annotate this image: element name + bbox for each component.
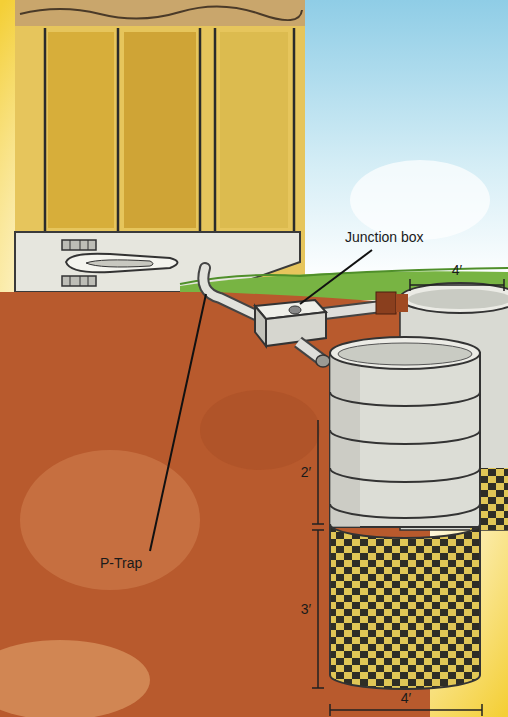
- dimension-label: 4′: [452, 262, 462, 279]
- toilet-house: [15, 0, 305, 292]
- roof-band: [15, 0, 305, 26]
- callout-label: Junction box: [345, 229, 424, 246]
- dimension-bars: [312, 279, 504, 716]
- soil-patch: [0, 640, 150, 717]
- wall-panel: [48, 32, 114, 228]
- junction-box: [255, 300, 326, 346]
- wall-panel: [220, 32, 288, 228]
- dimension-label: 2′: [301, 464, 311, 481]
- callout-label: P-Trap: [100, 555, 142, 572]
- soil-patch: [200, 390, 320, 470]
- roof-line: [20, 6, 302, 20]
- squat-pan: [66, 254, 178, 273]
- p-trap-pipe-outline: [203, 268, 262, 318]
- front-pit: [330, 337, 480, 689]
- brick: [376, 292, 396, 314]
- panel-edges: [45, 28, 294, 240]
- soil-patch: [20, 450, 200, 590]
- leader-lines: [150, 250, 372, 551]
- wall-panel: [124, 32, 196, 228]
- sky: [290, 0, 508, 282]
- pan-bowl: [86, 260, 153, 267]
- brick: [396, 294, 408, 312]
- p-trap-pipe: [203, 268, 262, 318]
- dimension-label: 4′: [401, 690, 411, 707]
- pipe-end: [316, 355, 330, 367]
- cloud: [350, 160, 490, 240]
- dimension-label: 3′: [301, 601, 311, 618]
